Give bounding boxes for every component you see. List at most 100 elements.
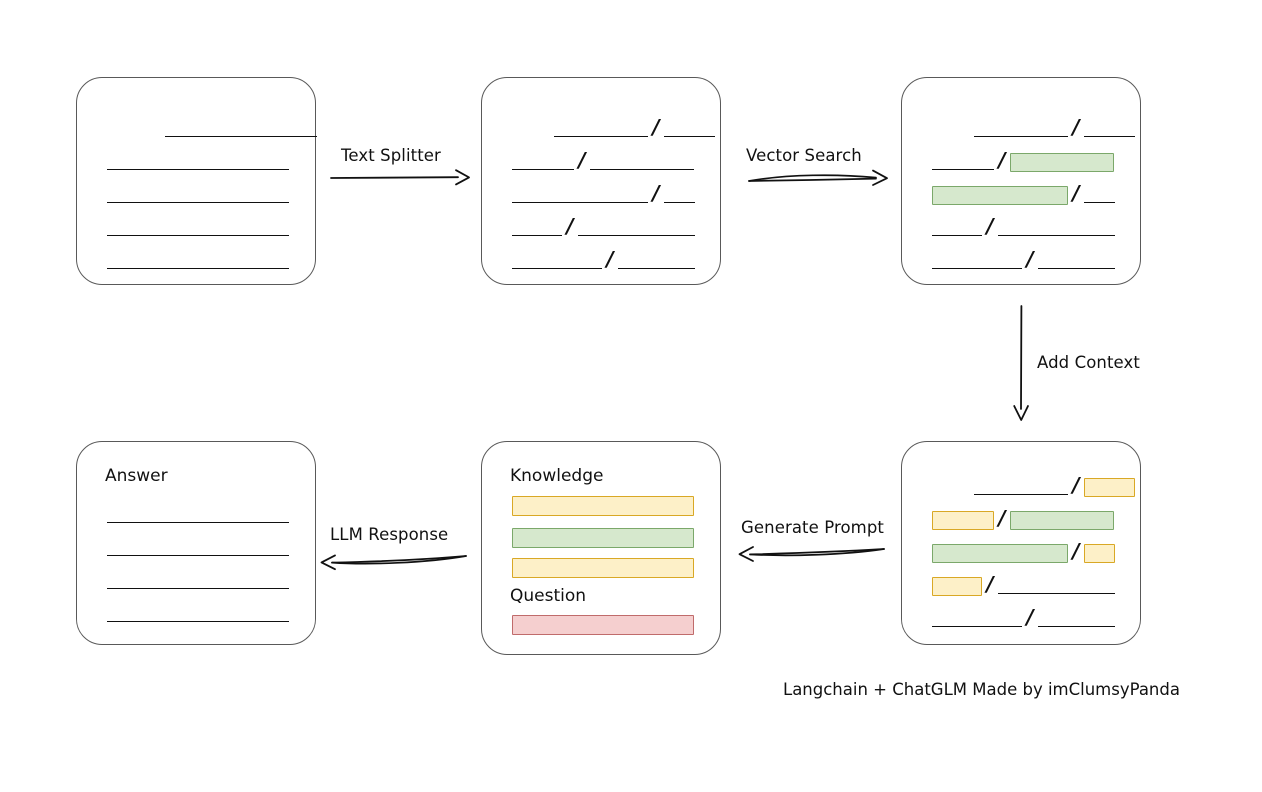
highlighted-chunk-yellow xyxy=(932,576,982,596)
text-rule xyxy=(1038,250,1115,272)
text-rule xyxy=(590,151,694,173)
segment-separator-icon: / xyxy=(998,148,1006,172)
document-line xyxy=(107,603,289,625)
arrow-vector-search xyxy=(748,169,888,186)
arrow-label-add-context: Add Context xyxy=(1037,353,1140,372)
text-rule xyxy=(512,184,648,206)
segment-separator-icon: / xyxy=(606,247,614,271)
document-line xyxy=(107,537,289,559)
arrow-label-generate-prompt: Generate Prompt xyxy=(741,518,884,537)
text-rule xyxy=(107,250,289,272)
highlighted-chunk-yellow xyxy=(1084,543,1115,563)
document-line: / xyxy=(932,247,1115,272)
text-rule xyxy=(932,217,982,239)
knowledge-bar-3 xyxy=(512,558,694,578)
document-line xyxy=(107,184,289,206)
text-rule xyxy=(618,250,695,272)
text-rule xyxy=(578,217,695,239)
segment-separator-icon: / xyxy=(652,181,660,205)
document-line: / xyxy=(932,506,1114,531)
text-rule xyxy=(1084,184,1115,206)
vector-hits-box[interactable]: / / / / / xyxy=(901,77,1141,285)
segment-separator-icon: / xyxy=(578,148,586,172)
document-line xyxy=(107,151,289,173)
text-rule xyxy=(107,151,289,173)
text-rule xyxy=(107,537,289,559)
document-line: / xyxy=(512,115,715,140)
document-line xyxy=(107,250,289,272)
arrow-label-text-splitter: Text Splitter xyxy=(341,146,441,165)
document-line: / xyxy=(932,148,1114,173)
answer-heading: Answer xyxy=(105,466,168,486)
document-line xyxy=(107,504,289,526)
knowledge-heading: Knowledge xyxy=(510,466,604,486)
segment-separator-icon: / xyxy=(566,214,574,238)
text-rule xyxy=(1038,608,1115,630)
text-rule xyxy=(554,118,648,140)
text-rule xyxy=(107,184,289,206)
segment-separator-icon: / xyxy=(1072,473,1080,497)
segment-separator-icon: / xyxy=(998,506,1006,530)
segment-separator-icon: / xyxy=(652,115,660,139)
document-line: / xyxy=(932,539,1115,564)
text-rule xyxy=(932,608,1022,630)
context-added-box[interactable]: / / / / / xyxy=(901,441,1141,645)
highlighted-chunk-green xyxy=(1010,152,1114,172)
highlighted-chunk-green xyxy=(932,185,1068,205)
segment-separator-icon: / xyxy=(1072,115,1080,139)
document-line: / xyxy=(932,572,1115,597)
arrow-label-llm-response: LLM Response xyxy=(330,525,449,544)
text-rule xyxy=(107,603,289,625)
text-rule xyxy=(512,250,602,272)
text-rule xyxy=(664,184,695,206)
knowledge-bar-1 xyxy=(512,496,694,516)
segment-separator-icon: / xyxy=(1026,247,1034,271)
split-chunks-box[interactable]: / / / / / xyxy=(481,77,721,285)
document-line: / xyxy=(512,181,695,206)
text-rule xyxy=(974,476,1068,498)
text-rule xyxy=(932,250,1022,272)
text-rule xyxy=(998,217,1115,239)
segment-separator-icon: / xyxy=(1026,605,1034,629)
highlighted-chunk-green xyxy=(932,543,1068,563)
text-rule xyxy=(107,217,289,239)
knowledge-bar-2 xyxy=(512,528,694,548)
arrow-label-vector-search: Vector Search xyxy=(746,146,862,165)
text-rule xyxy=(1084,118,1135,140)
text-rule xyxy=(998,575,1115,597)
question-heading: Question xyxy=(510,586,587,606)
arrow-add-context xyxy=(1013,305,1029,421)
highlighted-chunk-green xyxy=(1010,510,1114,530)
text-rule xyxy=(107,570,289,592)
document-line xyxy=(107,570,289,592)
segment-separator-icon: / xyxy=(1072,539,1080,563)
source-document-box[interactable] xyxy=(76,77,317,285)
document-line: / xyxy=(512,214,695,239)
text-rule xyxy=(974,118,1068,140)
prompt-box[interactable]: Knowledge Question xyxy=(481,441,721,655)
document-line: / xyxy=(932,115,1135,140)
document-line: / xyxy=(932,214,1115,239)
answer-box[interactable]: Answer xyxy=(76,441,316,645)
document-line: / xyxy=(512,247,695,272)
arrow-llm-response xyxy=(320,554,467,571)
document-line: / xyxy=(932,181,1115,206)
text-rule xyxy=(512,217,562,239)
arrow-text-splitter xyxy=(330,169,470,186)
document-line xyxy=(107,118,317,140)
text-rule xyxy=(932,151,994,173)
highlighted-chunk-yellow xyxy=(932,510,994,530)
text-rule xyxy=(107,504,289,526)
text-rule xyxy=(664,118,715,140)
arrow-generate-prompt xyxy=(738,546,885,562)
diagram-caption: Langchain + ChatGLM Made by imClumsyPand… xyxy=(783,680,1180,699)
document-line: / xyxy=(512,148,694,173)
text-rule xyxy=(512,151,574,173)
segment-separator-icon: / xyxy=(986,214,994,238)
document-line: / xyxy=(932,605,1115,630)
segment-separator-icon: / xyxy=(986,572,994,596)
segment-separator-icon: / xyxy=(1072,181,1080,205)
text-rule xyxy=(165,118,317,140)
document-line xyxy=(107,217,289,239)
